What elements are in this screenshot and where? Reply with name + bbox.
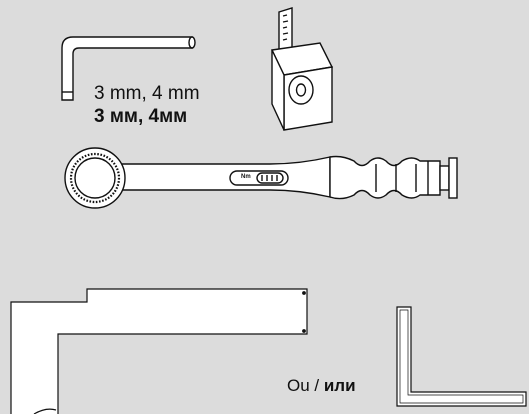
or-ru: или [323, 376, 356, 395]
hex-key-sizes-ru: 3 мм, 4мм [94, 106, 188, 127]
or-prefix: Ou / [287, 376, 324, 395]
or-label: Ou / или [287, 376, 356, 396]
tape-measure-icon [270, 7, 334, 131]
hex-key-sizes-en: 3 mm, 4 mm [94, 83, 200, 104]
torque-unit-label: Nm [241, 174, 251, 180]
hex-key-icon [61, 36, 196, 101]
large-square-icon [10, 288, 308, 414]
small-square-icon [396, 306, 527, 407]
torque-wrench-icon [64, 147, 458, 209]
